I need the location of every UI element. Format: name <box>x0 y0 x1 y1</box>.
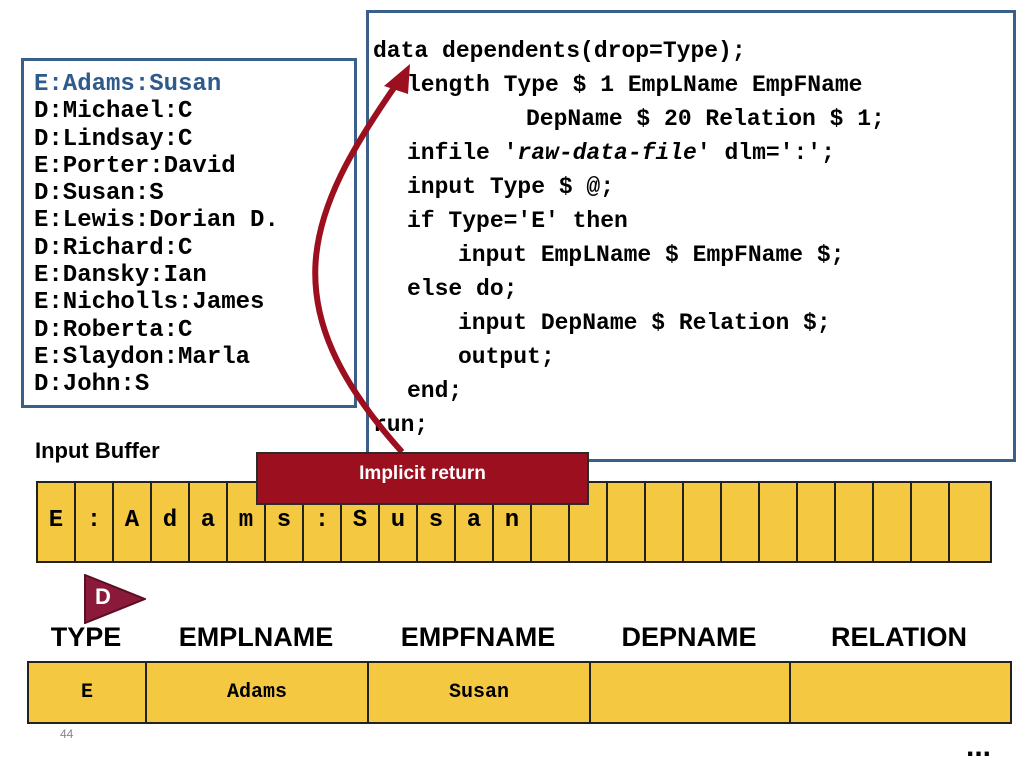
input-buffer-cell <box>760 483 798 561</box>
raw-data-line: D:Susan:S <box>34 180 164 208</box>
continuation-ellipsis: ... <box>966 730 992 763</box>
code-line-input-dependent: input DepName $ Relation $; <box>458 310 831 336</box>
input-buffer-cell: a <box>456 483 494 561</box>
pdv-cell-type: E <box>29 663 147 722</box>
input-buffer-cell: s <box>418 483 456 561</box>
input-buffer-cell <box>646 483 684 561</box>
raw-data-line: E:Dansky:Ian <box>34 262 207 290</box>
input-buffer-cell: m <box>228 483 266 561</box>
input-buffer-cell: : <box>304 483 342 561</box>
implicit-return-callout: Implicit return <box>256 452 589 505</box>
raw-data-line: E:Nicholls:James <box>34 289 265 317</box>
input-buffer-cell <box>684 483 722 561</box>
infile-filename: raw-data-file <box>517 140 697 166</box>
raw-data-box: E:Adams:Susan D:Michael:C D:Lindsay:C E:… <box>21 58 357 408</box>
input-buffer-cell <box>836 483 874 561</box>
infile-suffix: ' dlm=':'; <box>696 140 835 166</box>
slide-number: 44 <box>60 727 74 741</box>
code-line-output: output; <box>458 344 555 370</box>
raw-data-line: D:Lindsay:C <box>34 125 193 153</box>
code-box: data dependents(drop=Type); length Type … <box>366 10 1016 462</box>
input-buffer-cell: : <box>76 483 114 561</box>
pdv-pointer-label: D <box>95 584 111 609</box>
code-line-length-statement: length Type $ 1 EmpLName EmpFName <box>407 72 863 98</box>
pdv-cell-depname <box>591 663 791 722</box>
pdv-header-depname: DEPNAME <box>621 622 757 652</box>
raw-data-line: D:Richard:C <box>34 234 193 262</box>
code-line-input-type: input Type $ @; <box>407 174 615 200</box>
input-buffer-cell <box>608 483 646 561</box>
input-buffer-cell: S <box>342 483 380 561</box>
code-line-input-employee: input EmpLName $ EmpFName $; <box>458 242 845 268</box>
raw-data-line: E:Slaydon:Marla <box>34 343 251 371</box>
pdv-cell-empfname: Susan <box>369 663 591 722</box>
input-buffer-cell <box>874 483 912 561</box>
pdv-header-type: TYPE <box>50 622 122 652</box>
code-line-else-do: else do; <box>407 276 518 302</box>
infile-prefix: infile ' <box>407 140 518 166</box>
input-buffer-cell: d <box>152 483 190 561</box>
input-buffer-cell: u <box>380 483 418 561</box>
code-line-data-statement: data dependents(drop=Type); <box>373 38 746 64</box>
raw-data-list: E:Adams:Susan D:Michael:C D:Lindsay:C E:… <box>34 71 279 399</box>
input-buffer-cell: n <box>494 483 532 561</box>
input-buffer-cell <box>912 483 950 561</box>
input-buffer-cell <box>798 483 836 561</box>
input-buffer-cell: s <box>266 483 304 561</box>
pdv-header-relation: RELATION <box>831 622 967 652</box>
code-line-if-then: if Type='E' then <box>407 208 628 234</box>
input-buffer-cell <box>570 483 608 561</box>
raw-data-line: D:John:S <box>34 371 150 399</box>
input-buffer-cell: A <box>114 483 152 561</box>
input-buffer-cell <box>532 483 570 561</box>
pdv-header-emplname: EMPLNAME <box>178 622 334 652</box>
pdv-cell-emplname: Adams <box>147 663 369 722</box>
raw-data-line-current: E:Adams:Susan <box>34 71 222 98</box>
raw-data-line: D:Roberta:C <box>34 316 193 344</box>
pdv-row: E Adams Susan <box>27 661 1012 724</box>
pdv-header-empfname: EMPFNAME <box>400 622 556 652</box>
pdv-cell-relation <box>791 663 1010 722</box>
code-line-run: run; <box>373 412 429 438</box>
pdv-pointer-marker <box>84 574 146 624</box>
raw-data-line: E:Porter:David <box>34 152 236 180</box>
input-buffer-cell <box>950 483 988 561</box>
raw-data-line: D:Michael:C <box>34 98 193 126</box>
input-buffer-cell: E <box>38 483 76 561</box>
raw-data-line: E:Lewis:Dorian D. <box>34 207 279 235</box>
input-buffer-label: Input Buffer <box>35 438 160 463</box>
input-buffer-cell: a <box>190 483 228 561</box>
code-line-infile-statement: infile 'raw-data-file' dlm=':'; <box>407 140 835 166</box>
input-buffer-cell <box>722 483 760 561</box>
code-line-length-continued: DepName $ 20 Relation $ 1; <box>526 106 885 132</box>
code-line-end: end; <box>407 378 463 404</box>
